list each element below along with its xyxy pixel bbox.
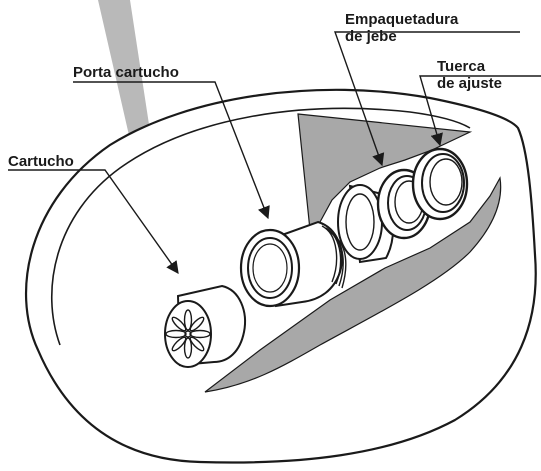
label-cartucho: Cartucho <box>8 153 74 170</box>
label-empaquetadura: Empaquetadura de jebe <box>345 11 458 45</box>
label-porta-cartucho: Porta cartucho <box>73 64 179 81</box>
label-tuerca-line2: de ajuste <box>437 75 502 92</box>
label-tuerca-line1: Tuerca <box>437 58 502 75</box>
label-empaquetadura-line2: de jebe <box>345 28 458 45</box>
adjusting-nut <box>413 149 467 219</box>
label-tuerca: Tuerca de ajuste <box>437 58 502 92</box>
label-empaquetadura-line1: Empaquetadura <box>345 11 458 28</box>
